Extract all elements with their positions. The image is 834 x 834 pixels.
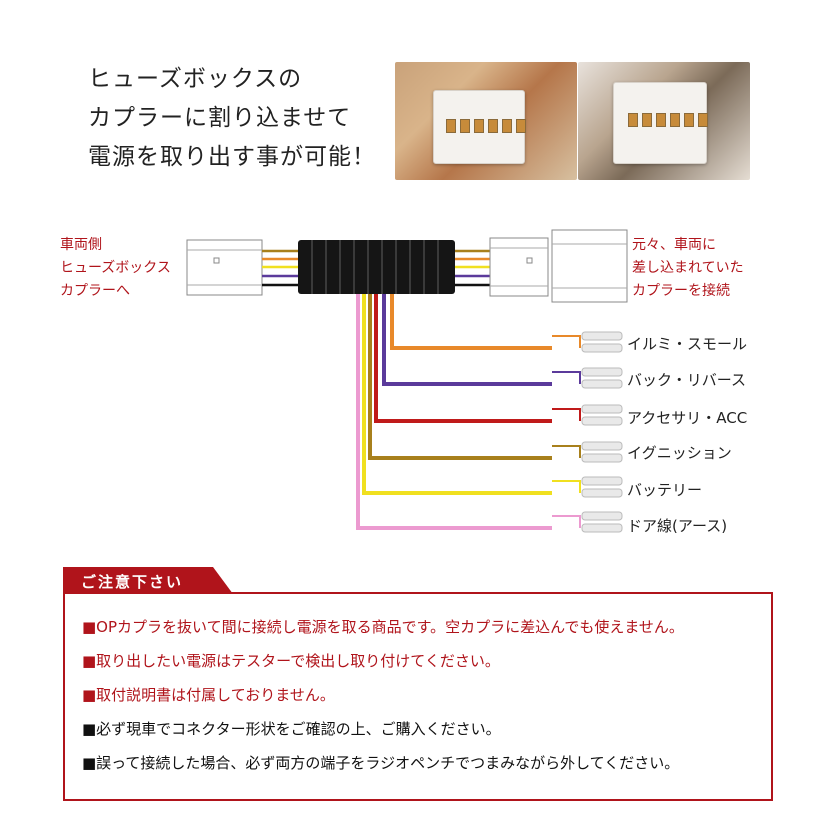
terminal-illumination-icon <box>552 331 623 353</box>
terminal-acc-icon <box>552 404 623 426</box>
wire-label-battery: バッテリー <box>627 481 703 499</box>
notice-line-4: ■必ず現車でコネクター形状をご確認の上、ご購入ください。 <box>82 720 501 738</box>
product-photo-2 <box>578 62 750 180</box>
terminal-reverse-icon <box>552 367 623 389</box>
left-wire-bundle <box>262 249 300 287</box>
notice-line-3: ■取付説明書は付属しておりません。 <box>82 686 335 704</box>
wire-label-reverse: バック・リバース <box>627 371 746 389</box>
connector-photo-icon <box>433 90 526 164</box>
branch-wire-illumination <box>390 294 552 350</box>
headline-line-1: ヒューズボックスの <box>88 66 303 92</box>
headline: ヒューズボックスの カプラーに割り込ませて 電源を取り出す事が可能！ <box>88 60 376 177</box>
branch-wire-battery <box>362 294 552 495</box>
wire-label-door: ドア線(アース) <box>627 517 728 535</box>
wire-label-illumination: イルミ・スモール <box>627 335 748 353</box>
terminal-door-icon <box>552 511 623 533</box>
notice-tab <box>63 567 233 594</box>
original-coupler-label: 元々、車両に 差し込まれていた カプラーを接続 <box>632 237 744 299</box>
product-photo-1 <box>395 62 577 180</box>
notice-box: ■OPカプラを抜いて間に接続し電源を取る商品です。空カプラに差込んでも使えません… <box>63 592 773 801</box>
branch-wire-acc <box>374 294 552 423</box>
terminal-battery-icon <box>552 476 623 498</box>
branch-wire-ignition <box>368 294 552 460</box>
vehicle-side-label: 車両側 ヒューズボックス カプラーへ <box>60 237 171 299</box>
connector-photo-icon <box>613 82 708 164</box>
notice-section: ご注意下さい ■OPカプラを抜いて間に接続し電源を取る商品です。空カプラに差込ん… <box>63 567 773 802</box>
original-coupler-icon <box>551 229 628 303</box>
headline-line-2: カプラーに割り込ませて <box>88 105 352 131</box>
notice-line-1: ■OPカプラを抜いて間に接続し電源を取る商品です。空カプラに差込んでも使えません… <box>82 618 684 636</box>
wire-label-acc: アクセサリ・ACC <box>627 409 748 427</box>
notice-line-2: ■取り出したい電源はテスターで検出し取り付けてください。 <box>82 652 500 670</box>
left-coupler-icon <box>186 239 263 296</box>
wiring-diagram <box>186 229 628 533</box>
headline-line-3: 電源を取り出す事が可能！ <box>88 144 376 170</box>
terminal-ignition-icon <box>552 441 623 463</box>
branch-wire-reverse <box>382 294 552 386</box>
right-coupler-icon <box>489 237 549 297</box>
wire-label-ignition: イグニッション <box>627 444 732 462</box>
right-wire-bundle <box>455 249 490 287</box>
branch-wire-door <box>356 294 552 530</box>
harness-sleeve-icon <box>298 240 455 294</box>
notice-line-5: ■誤って接続した場合、必ず両方の端子をラジオペンチでつまみながら外してください。 <box>82 754 680 772</box>
